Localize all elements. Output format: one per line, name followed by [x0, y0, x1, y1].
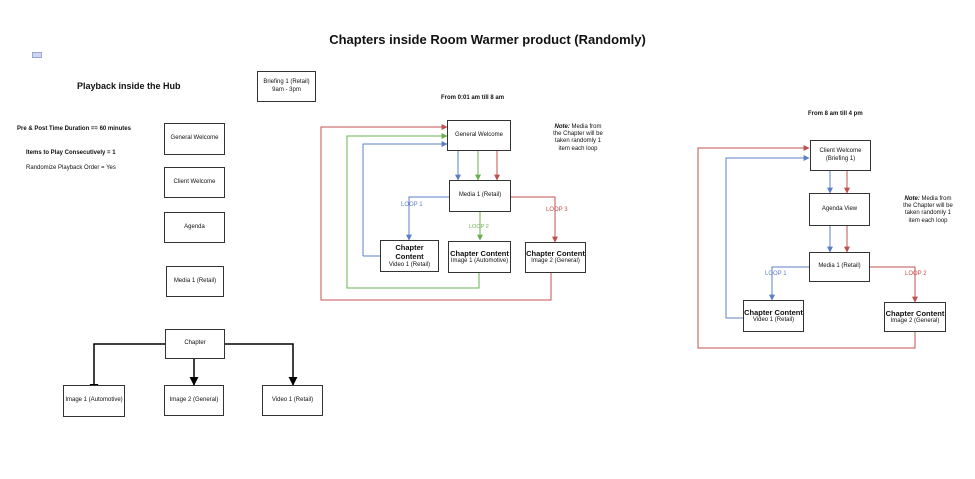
hub-item-general-welcome: General Welcome [164, 123, 225, 155]
diagram-title: Chapters inside Room Warmer product (Ran… [329, 32, 646, 47]
hub-setting-duration: Pre & Post Time Duration == 60 minutes [17, 126, 131, 132]
chapter-content-item: Video 1 (Retail) [752, 316, 795, 323]
briefing-name: Briefing 1 (Retail) [263, 79, 310, 85]
chapter-child-label: Video 1 (Retail) [271, 396, 314, 403]
flow2-note-bold: Note: [904, 196, 920, 202]
briefing-box: Briefing 1 (Retail) 9am - 3pm [257, 71, 316, 102]
chapter-content-item: Image 2 (General) [890, 317, 940, 324]
hub-item-label: General Welcome [170, 135, 219, 142]
flow1-loop1-label: LOOP 1 [401, 202, 423, 208]
flow2-heading: From 8 am till 4 pm [808, 111, 863, 117]
flow2-agenda-view: Agenda View [809, 193, 870, 226]
flow1-loop3-label: LOOP 3 [546, 207, 568, 213]
briefing-time: 9am - 3pm [272, 86, 301, 93]
flow2-start-sublabel: (Briefing 1) [825, 155, 856, 162]
chapter-content-item: Image 1 (Automotive) [450, 257, 509, 264]
chapter-content-item: Video 1 (Retail) [388, 261, 431, 268]
chapter-content-title: Chapter Content [395, 242, 424, 262]
flow2-media-label: Media 1 (Retail) [818, 263, 861, 270]
flow2-start-label: Client Welcome [819, 148, 862, 154]
flow2-agenda-label: Agenda View [821, 205, 858, 212]
hub-item-label: Client Welcome [173, 178, 216, 185]
chapter-content-title: Chapter Content [744, 307, 803, 317]
chapter-label: Chapter [184, 340, 206, 347]
chapter-child-label: Image 1 (Automotive) [65, 397, 123, 404]
flow1-note-bold: Note: [554, 124, 570, 130]
chapter-content-title: Chapter Content [885, 308, 945, 318]
chapter-tree-connectors [89, 343, 298, 393]
flow1-media-retail: Media 1 (Retail) [449, 180, 511, 212]
chapter-child-video-retail: Video 1 (Retail) [262, 385, 323, 416]
chapter-box: Chapter [165, 329, 225, 359]
flow1-chapter-content-image-automotive: Chapter Content Image 1 (Automotive) [448, 241, 511, 273]
flow2-note: Note: Media from the Chapter will be tak… [900, 196, 956, 225]
flow1-media-label: Media 1 (Retail) [458, 192, 502, 199]
flow1-chapter-content-image-general: Chapter Content Image 2 (General) [525, 242, 586, 273]
flow1-chapter-content-video: Chapter Content Video 1 (Retail) [380, 240, 439, 272]
chapter-content-item: Image 2 (General) [531, 258, 580, 265]
chapter-content-title: Chapter Content [450, 248, 509, 258]
flow2-loop1-label: LOOP 1 [765, 271, 787, 277]
flow1-general-welcome: General Welcome [447, 120, 511, 151]
small-placeholder-icon [32, 52, 42, 58]
flow2-chapter-content-image-general: Chapter Content Image 2 (General) [884, 302, 946, 332]
hub-setting-randomize: Randomize Playback Order = Yes [26, 165, 116, 171]
flow2-loop2-label: LOOP 2 [905, 271, 927, 277]
hub-item-client-welcome: Client Welcome [164, 167, 225, 198]
flow1-heading: From 0:01 am till 8 am [441, 95, 505, 101]
hub-heading: Playback inside the Hub [77, 81, 181, 91]
chapter-child-image-automotive: Image 1 (Automotive) [63, 385, 125, 417]
flow2-client-welcome: Client Welcome (Briefing 1) [810, 140, 871, 171]
flow1-note-text: Media from the Chapter will be taken ran… [553, 124, 603, 152]
chapter-content-title: Chapter Content [526, 249, 585, 259]
flow1-start-label: General Welcome [455, 131, 503, 138]
flow2-note-text: Media from the Chapter will be taken ran… [903, 196, 953, 224]
flow2-chapter-content-video: Chapter Content Video 1 (Retail) [743, 300, 804, 332]
flow1-loop2-label: LOOP 2 [469, 224, 489, 230]
flow2-media-retail: Media 1 (Retail) [809, 252, 870, 282]
hub-item-media-retail: Media 1 (Retail) [166, 266, 224, 297]
flow2-connectors [697, 145, 918, 349]
flow1-connectors [320, 124, 558, 301]
flow1-note: Note: Media from the Chapter will be tak… [553, 124, 603, 153]
chapter-child-label: Image 2 (General) [169, 396, 219, 403]
hub-item-agenda: Agenda [164, 212, 225, 243]
hub-item-label: Agenda [184, 223, 205, 230]
hub-setting-consecutive: Items to Play Consecutively = 1 [26, 150, 116, 156]
hub-item-label: Media 1 (Retail) [173, 277, 217, 284]
chapter-child-image-general: Image 2 (General) [164, 385, 224, 416]
